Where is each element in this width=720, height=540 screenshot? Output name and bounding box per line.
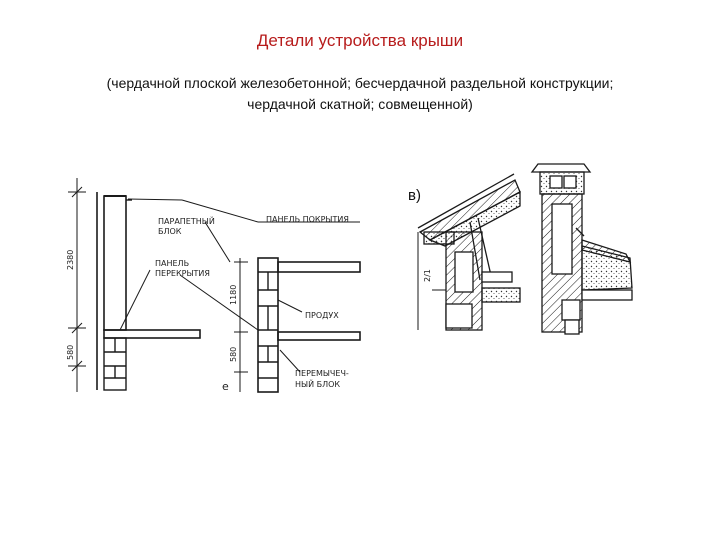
label-parapet-line2: БЛОК (158, 227, 182, 236)
label-floor-panel-line2: ПЕРЕКРЫТИЯ (155, 269, 210, 278)
combined-roof-section (530, 163, 633, 335)
dimension-2380: 2380 (66, 250, 75, 270)
dimension-580-left: 580 (66, 345, 75, 360)
slide-subtitle: (чердачной плоской железобетонной; бесче… (60, 73, 660, 115)
dimension-580-right: 580 (229, 347, 238, 362)
label-lintel-line2: НЫЙ БЛОК (295, 378, 340, 389)
figure-letter-e: е (222, 380, 229, 393)
label-roof-panel: ПАНЕЛЬ ПОКРЫТИЯ (266, 215, 349, 224)
figure-label-v: в) (408, 187, 421, 204)
dimension-1180: 1180 (229, 285, 238, 305)
pitched-roof-section (417, 173, 521, 331)
dimension-2-1: 2/1 (423, 269, 432, 282)
label-parapet-line1: ПАРАПЕТНЫЙ (158, 215, 215, 226)
left-section-drawing (68, 178, 361, 393)
label-lintel-line1: ПЕРЕМЫЧЕЧ- (295, 369, 349, 378)
subtitle-line-2: чердачной скатной; совмещенной) (247, 96, 473, 112)
subtitle-line-1: (чердачной плоской железобетонной; бесче… (106, 75, 614, 91)
slide-title: Детали устройства крыши (256, 31, 464, 50)
label-vent: ПРОДУХ (305, 311, 339, 320)
label-floor-panel-line1: ПАНЕЛЬ (155, 259, 189, 268)
